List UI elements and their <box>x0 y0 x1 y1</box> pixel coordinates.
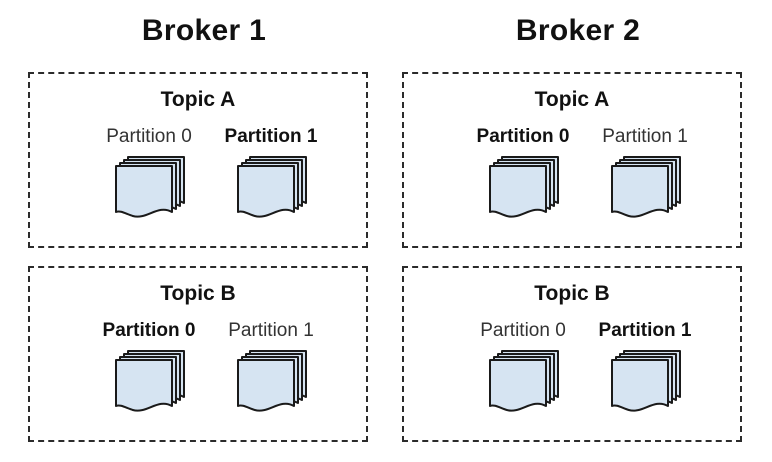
partition-group: Partition 1 <box>580 316 710 436</box>
partition-label: Partition 0 <box>476 126 570 147</box>
document-stack-icon <box>489 156 559 218</box>
partition-group: Partition 1 <box>580 122 710 242</box>
document-sheet <box>611 359 669 412</box>
broker-1-topic-a-box: Topic A Partition 0 Partition 1 <box>28 72 368 248</box>
document-stack-icon <box>115 350 185 412</box>
partition-group: Partition 0 <box>84 316 214 436</box>
partition-label: Partition 0 <box>480 320 566 341</box>
broker-1-topic-b-box: Topic B Partition 0 Partition 1 <box>28 266 368 442</box>
partition-label: Partition 1 <box>224 126 318 147</box>
document-sheet <box>115 165 173 218</box>
document-sheet <box>489 359 547 412</box>
document-sheet <box>237 165 295 218</box>
document-stack-icon <box>237 350 307 412</box>
partition-label: Partition 1 <box>598 320 692 341</box>
partition-label: Partition 0 <box>106 126 192 147</box>
document-sheet <box>611 165 669 218</box>
document-stack-icon <box>611 156 681 218</box>
topic-title: Topic A <box>160 88 236 111</box>
broker-2-topic-a-box: Topic A Partition 0 Partition 1 <box>402 72 742 248</box>
topic-title: Topic B <box>160 282 236 305</box>
partition-group: Partition 1 <box>206 122 336 242</box>
broker-2-title: Broker 2 <box>515 14 641 47</box>
partition-group: Partition 0 <box>84 122 214 242</box>
topic-title: Topic A <box>534 88 610 111</box>
partition-label: Partition 0 <box>102 320 196 341</box>
partition-group: Partition 0 <box>458 316 588 436</box>
document-sheet <box>489 165 547 218</box>
partition-group: Partition 1 <box>206 316 336 436</box>
document-sheet <box>115 359 173 412</box>
broker-2-topic-b-box: Topic B Partition 0 Partition 1 <box>402 266 742 442</box>
broker-1-title: Broker 1 <box>141 14 267 47</box>
document-stack-icon <box>115 156 185 218</box>
partition-label: Partition 1 <box>228 320 314 341</box>
document-stack-icon <box>489 350 559 412</box>
topic-title: Topic B <box>534 282 610 305</box>
partition-label: Partition 1 <box>602 126 688 147</box>
document-sheet <box>237 359 295 412</box>
document-stack-icon <box>237 156 307 218</box>
document-stack-icon <box>611 350 681 412</box>
partition-group: Partition 0 <box>458 122 588 242</box>
